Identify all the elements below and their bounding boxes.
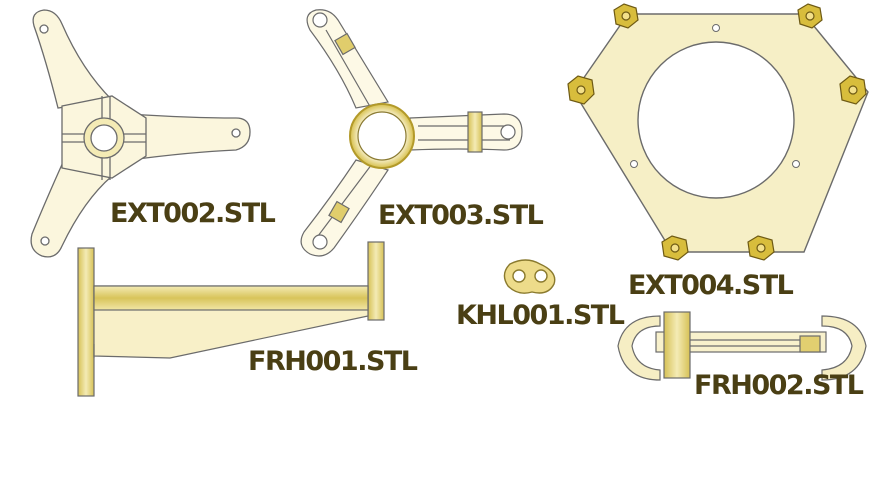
frh001-part — [77, 241, 385, 397]
frh002-part — [617, 311, 867, 381]
ext004-label: EXT004.STL — [628, 270, 794, 301]
ext003-label: EXT003.STL — [378, 200, 544, 231]
frh001-label: FRH001.STL — [248, 346, 418, 377]
khl001-part — [503, 259, 556, 294]
khl001-label: KHL001.STL — [456, 300, 625, 331]
ext002-part — [30, 9, 251, 258]
ext004-part — [567, 3, 869, 261]
ext002-label: EXT002.STL — [110, 198, 276, 229]
ext003-part — [300, 9, 523, 257]
frh002-label: FRH002.STL — [694, 370, 864, 401]
